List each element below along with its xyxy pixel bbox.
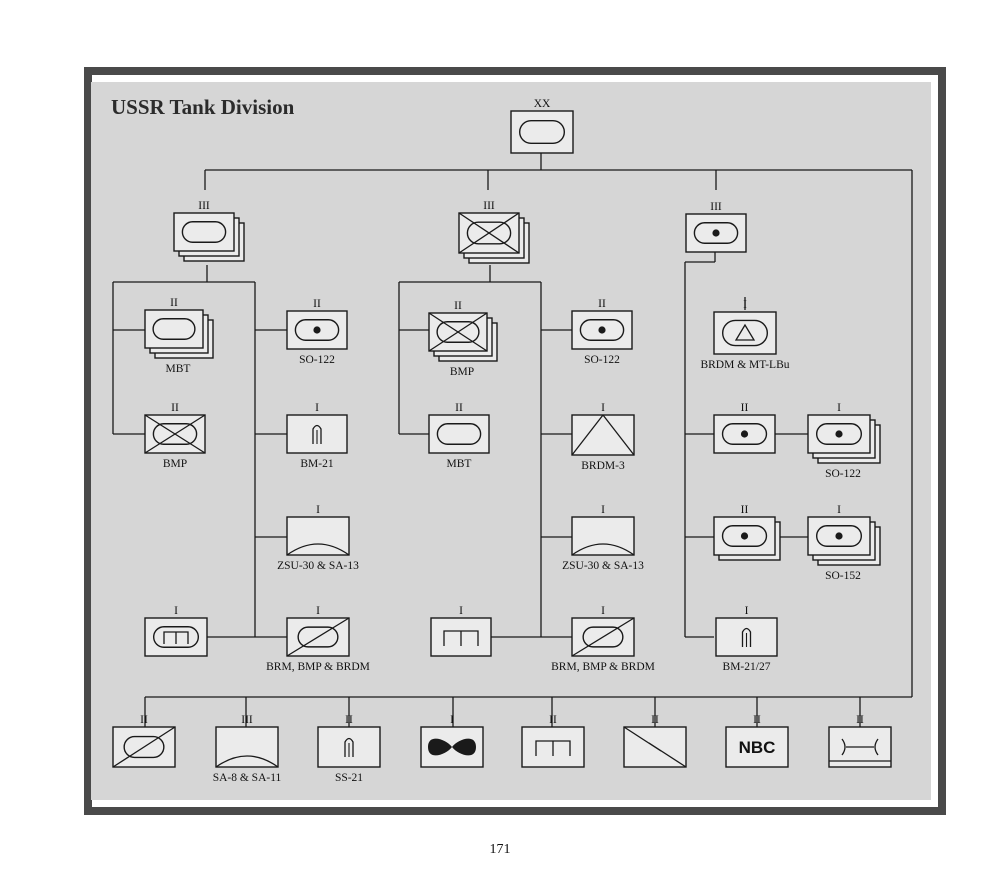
nbc-symbol-text: NBC [739,738,776,757]
echelon-mark: II [856,714,864,726]
mbt-battalion-1: II MBT [144,297,214,375]
medical-company: I [420,714,484,768]
so152-batteries: I SO-152 [807,504,881,582]
echelon-mark: II [170,297,178,309]
echelon-mark: II [741,402,749,414]
artillery-regiment-symbol: III [685,201,747,253]
air-defense-battery-2: I ZSU-30 & SA-13 [562,504,644,572]
diagram-panel [91,82,931,800]
unit-label: BRDM-3 [581,460,625,472]
echelon-mark: II [313,298,321,310]
unit-label: SO-122 [299,354,335,366]
unit-label: BRM, BMP & BRDM [551,661,655,673]
echelon-mark: III [483,200,495,212]
engineer-company-1: I [144,605,208,657]
unit-label: BRDM & MT-LBu [700,359,789,371]
echelon-mark: I [450,714,454,726]
bm2127-battery: I BM-21/27 [715,605,778,673]
engineer-battalion-div: II [521,714,585,768]
so122-batteries: I SO-122 [807,402,881,480]
recon-company-1: I BRM, BMP & BRDM [266,605,370,673]
echelon-mark: II [171,402,179,414]
echelon-mark: I [745,605,749,617]
so122-battalion-1: II SO-122 [286,298,348,366]
signal-battalion: II [623,714,687,768]
mbt-battalion-2: II MBT [428,402,490,470]
recon-company-2: I BRM, BMP & BRDM [551,605,655,673]
bmp-battalion-2: II BMP [428,300,498,378]
unit-label: BMP [163,458,187,470]
diagram-title: USSR Tank Division [111,95,295,119]
unit-label: SO-122 [584,354,620,366]
maintenance-battalion: II [828,714,892,768]
echelon-mark: I [315,402,319,414]
unit-label: SO-122 [825,468,861,480]
unit-label: MBT [166,363,191,375]
echelon-mark: II [598,298,606,310]
echelon-mark: I [743,299,747,311]
so152-battalion: II [713,504,781,561]
brdm3-company: I BRDM-3 [571,402,635,472]
recon-battalion-div: II [112,714,176,768]
unit-label: ZSU-30 & SA-13 [562,560,644,572]
echelon-mark: I [174,605,178,617]
echelon-mark: XX [534,98,551,110]
unit-label: BMP [450,366,474,378]
nbc-battalion: NBC II [725,714,789,768]
echelon-mark: III [198,200,210,212]
unit-label: ZSU-30 & SA-13 [277,560,359,572]
echelon-mark: I [601,402,605,414]
ss21-battalion: II SS-21 [317,714,381,784]
page-number: 171 [489,842,511,857]
air-defense-battery-1: I ZSU-30 & SA-13 [277,504,359,572]
sam-regiment: III SA-8 & SA-11 [213,714,282,784]
echelon-mark: II [140,714,148,726]
so122-battalion-2: II SO-122 [571,298,633,366]
so122-battalion-3: II [713,402,776,454]
unit-label: BM-21 [300,458,333,470]
unit-label: SA-8 & SA-11 [213,772,282,784]
echelon-mark: II [651,714,659,726]
engineer-company-2: I [430,605,492,657]
echelon-mark: I [837,402,841,414]
bmp-battalion-1: II BMP [144,402,206,470]
unit-label: MBT [447,458,472,470]
echelon-mark: II [741,504,749,516]
echelon-mark: II [454,300,462,312]
echelon-mark: I [601,504,605,516]
unit-label: SS-21 [335,772,363,784]
echelon-mark: II [455,402,463,414]
echelon-mark: II [753,714,761,726]
echelon-mark: III [241,714,253,726]
division-hq-symbol: XX [510,98,574,154]
echelon-mark: II [549,714,557,726]
echelon-mark: I [601,605,605,617]
command-battery: I BRDM & MT-LBu [700,299,789,371]
tank-regiment-symbol: III [173,200,245,262]
echelon-mark: III [710,201,722,213]
unit-label: SO-152 [825,570,861,582]
unit-label: BRM, BMP & BRDM [266,661,370,673]
echelon-mark: I [316,605,320,617]
mech-regiment-symbol: III [458,200,530,264]
echelon-mark: I [459,605,463,617]
echelon-mark: I [837,504,841,516]
unit-label: BM-21/27 [723,661,771,673]
bm21-battery-1: I BM-21 [286,402,348,470]
echelon-mark: II [345,714,353,726]
echelon-mark: I [316,504,320,516]
